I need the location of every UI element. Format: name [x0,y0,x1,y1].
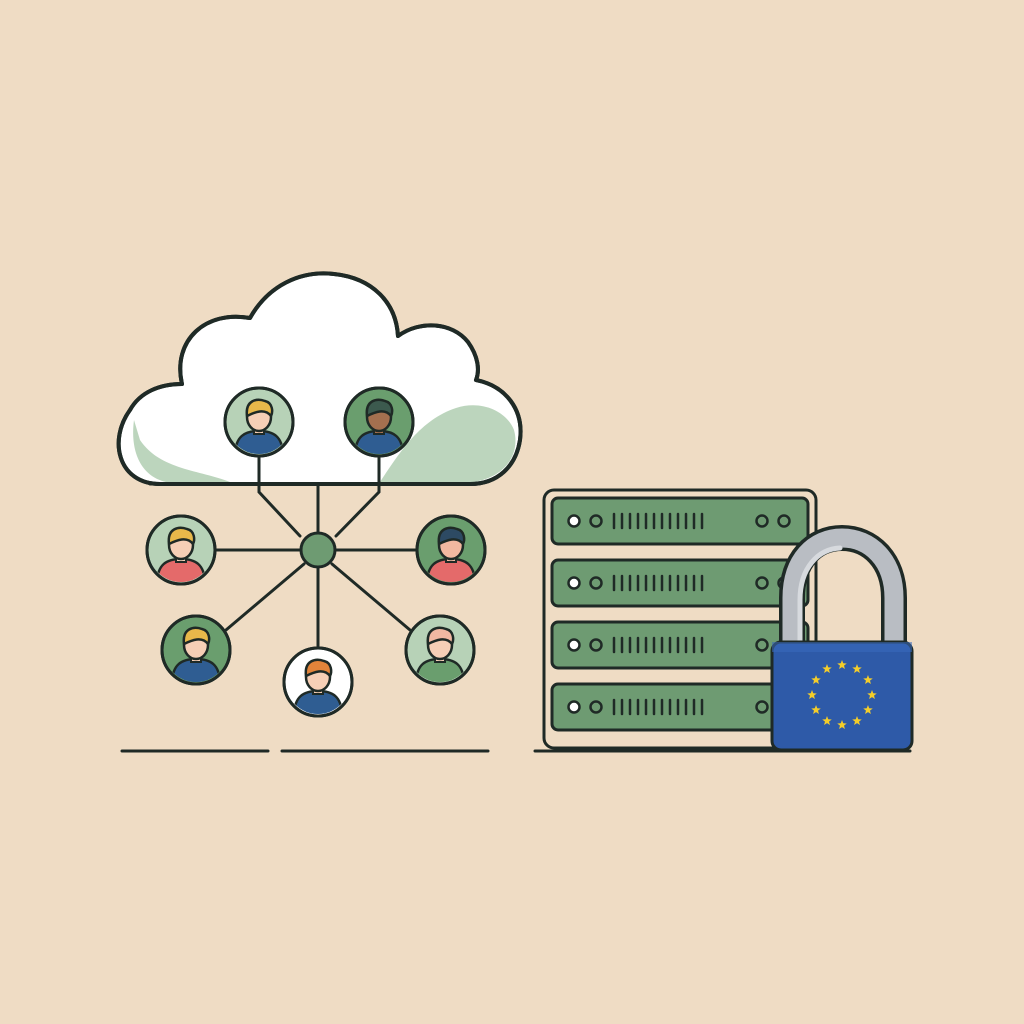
user-avatars [145,386,487,718]
eu-stars [807,660,877,730]
user-avatar-cloud-right [343,386,415,458]
user-avatar-left-lower [160,614,232,686]
cloud-icon [116,271,523,486]
padlock-icon [770,524,914,752]
eu-star [811,705,821,715]
eu-star [852,715,862,726]
user-avatar-cloud-left [223,386,295,458]
network-hub-node [299,531,337,569]
eu-star [837,660,847,670]
server-unit [550,682,810,732]
network-connections [212,450,418,648]
server-unit [550,496,810,546]
eu-star [837,720,847,730]
eu-star [867,690,877,700]
user-avatar-right-lower [404,614,476,686]
server-unit [550,620,810,670]
eu-star [807,690,817,700]
eu-star [852,664,862,674]
server-unit [550,558,810,608]
eu-star [811,675,821,685]
user-avatar-left-upper [145,514,217,586]
user-avatar-bottom [282,646,354,718]
eu-star [863,675,873,685]
eu-star [822,664,832,674]
server-rack-icon [542,488,818,750]
user-avatar-right-upper [415,514,487,586]
eu-star [863,705,873,715]
eu-star [822,715,832,726]
